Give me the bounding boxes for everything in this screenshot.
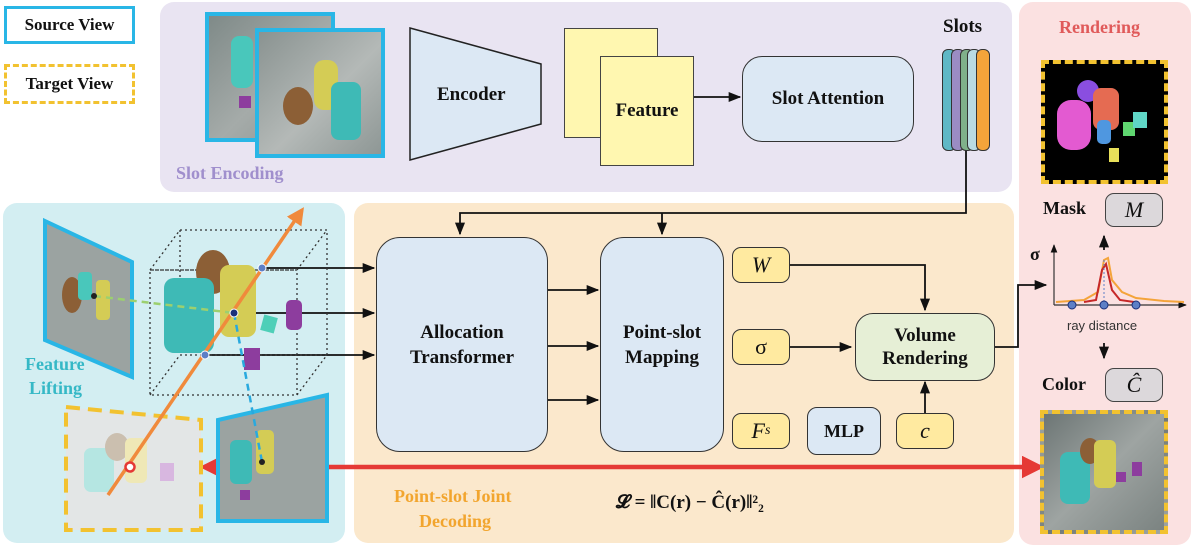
decoding-title-line1: Point-slot Joint — [394, 486, 512, 506]
point-slot-mapping-box: Point-slot Mapping — [600, 237, 724, 452]
encoder-label: Encoder — [437, 84, 506, 105]
arrow-w-to-volume — [790, 264, 931, 312]
source-view-image-front — [255, 28, 385, 158]
encoder-shape — [409, 27, 542, 161]
volume-line1: Volume — [894, 325, 956, 346]
slots-label: Slots — [943, 16, 983, 37]
mapping-line2: Mapping — [625, 346, 699, 368]
feature-lifting-title-line2: Lifting — [29, 378, 83, 398]
volume-rendering-box: Volume Rendering — [855, 313, 995, 381]
volume-line2: Rendering — [882, 348, 968, 369]
feature-box-front: Feature — [600, 56, 694, 166]
mlp-label: MLP — [824, 420, 864, 441]
color-symbol-box: Ĉ — [1105, 368, 1163, 402]
sigma-axis-label: σ — [1030, 244, 1040, 264]
rendered-color-image — [1040, 410, 1168, 534]
c-symbol: c — [920, 418, 930, 443]
slot-attention-box: Slot Attention — [742, 56, 914, 142]
mlp-box: MLP — [807, 407, 881, 455]
target-view-legend: Target View — [4, 64, 135, 104]
mask-symbol-box: M — [1105, 193, 1163, 227]
loss-equation: 𝓛 = ‖C(r) − Ĉ(r)‖²₂ — [616, 492, 764, 513]
sigma-curve-red — [1083, 261, 1135, 303]
sigma-output-box: σ — [732, 329, 790, 365]
fs-subscript: s — [765, 423, 771, 438]
c-input-box: c — [896, 413, 954, 449]
arrow-volume-to-chart — [994, 279, 1048, 348]
slot-attention-label: Slot Attention — [771, 88, 885, 109]
mapping-line1: Point-slot — [622, 321, 702, 343]
source-view-label: Source View — [24, 15, 115, 34]
color-symbol: Ĉ — [1126, 372, 1142, 397]
target-view-label: Target View — [25, 74, 114, 93]
fs-symbol: F — [751, 418, 765, 443]
allocation-transformer-box: Allocation Transformer — [376, 237, 548, 452]
rendered-mask-image — [1041, 60, 1168, 184]
w-output-box: W — [732, 247, 790, 283]
arrow-slots-to-decoding — [454, 150, 967, 236]
decoding-title-line2: Decoding — [419, 511, 491, 531]
allocation-line2: Transformer — [409, 346, 515, 368]
mask-label: Mask — [1043, 198, 1087, 218]
source-view-legend: Source View — [4, 6, 135, 44]
slot-encoding-title: Slot Encoding — [176, 163, 284, 183]
feature-lifting-title-line1: Feature — [25, 354, 85, 374]
slot-bar-5 — [976, 49, 990, 151]
feature-lifting-illustration — [43, 207, 329, 532]
sigma-symbol: σ — [755, 334, 767, 359]
sigma-curve-orange — [1055, 256, 1185, 303]
rendering-title: Rendering — [1059, 17, 1140, 37]
mask-symbol: M — [1124, 197, 1144, 222]
ray-distance-label: ray distance — [1067, 318, 1138, 333]
color-label: Color — [1042, 374, 1086, 394]
sigma-ray-plot — [1050, 244, 1187, 310]
w-symbol: W — [751, 252, 771, 277]
feature-label: Feature — [615, 100, 679, 121]
allocation-line1: Allocation — [420, 321, 504, 343]
